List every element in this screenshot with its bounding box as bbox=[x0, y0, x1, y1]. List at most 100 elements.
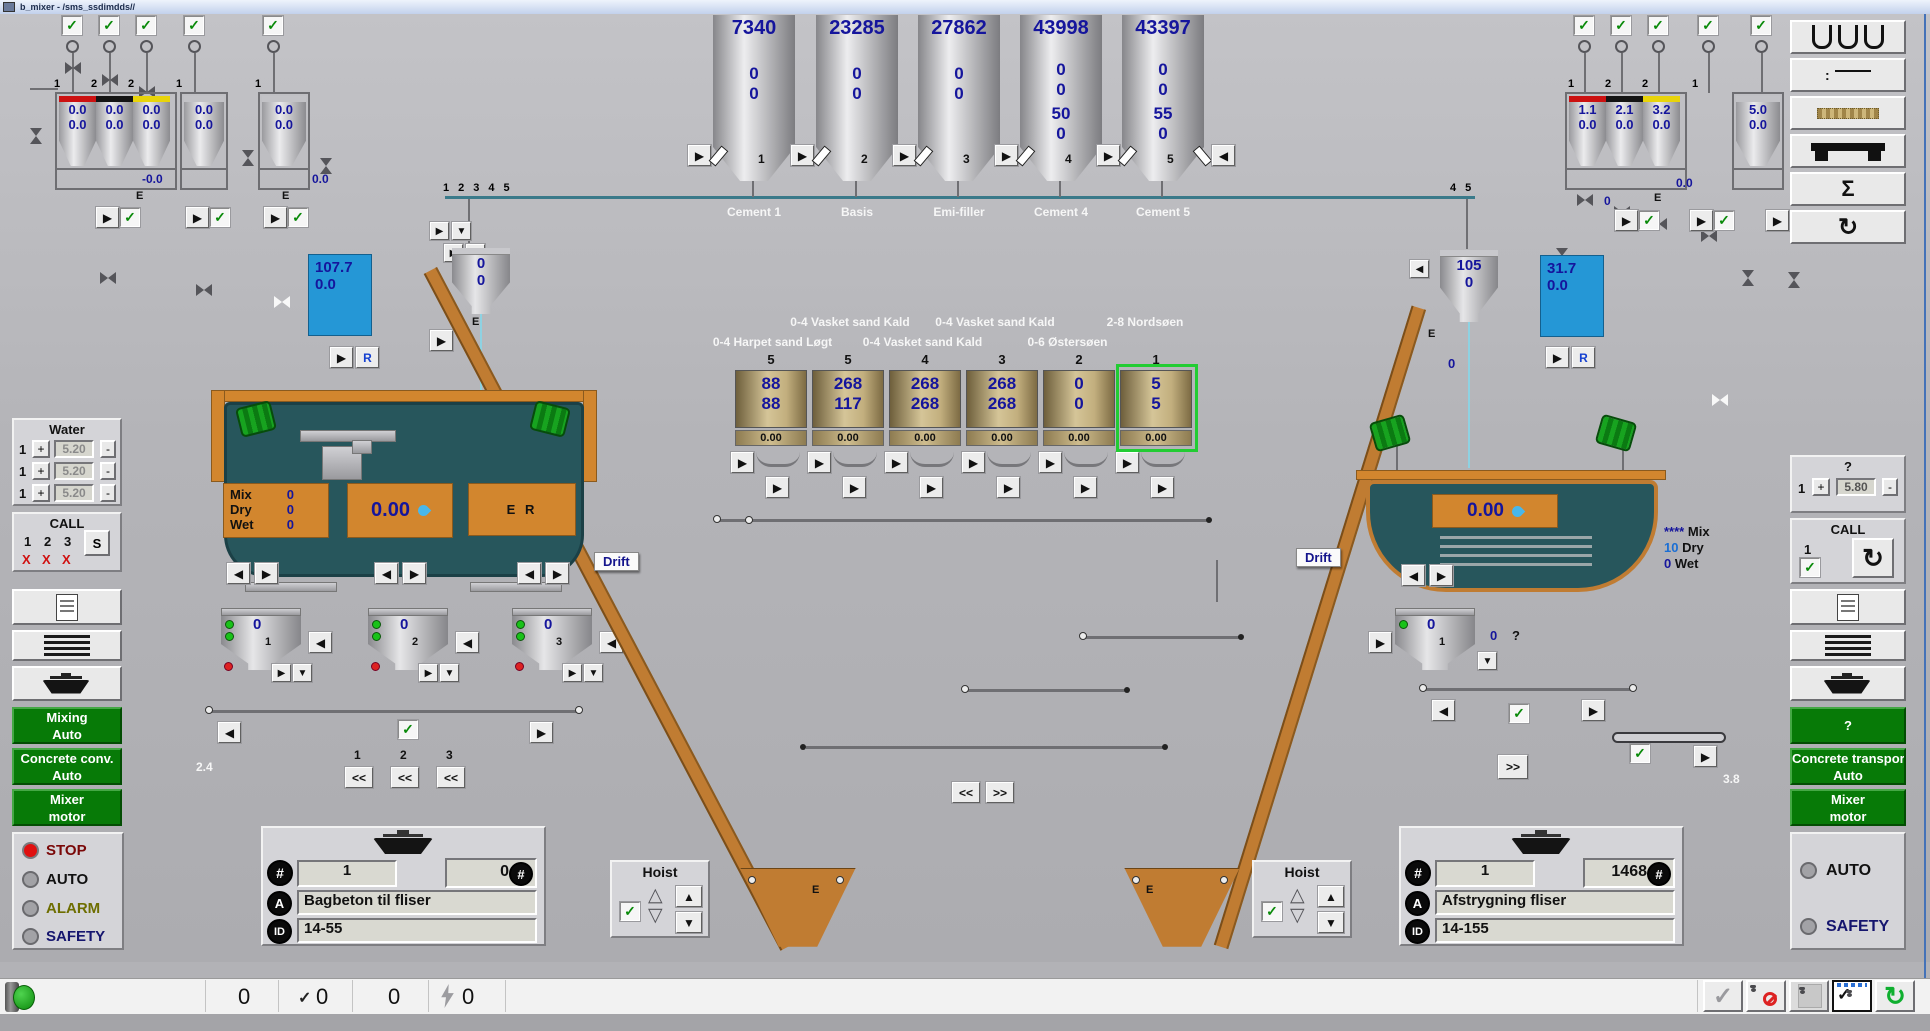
belt-run-button[interactable]: ▶ bbox=[1693, 745, 1718, 768]
recipe-shift-button-2[interactable]: << bbox=[390, 766, 420, 789]
water-plus-button[interactable]: + bbox=[32, 440, 50, 458]
silo-discharge-button[interactable]: ▶ bbox=[687, 144, 712, 167]
valve-icon[interactable] bbox=[102, 74, 118, 86]
aggregate-hopper-5[interactable]: 0 0 bbox=[1043, 370, 1115, 428]
alarm-led[interactable] bbox=[22, 900, 39, 917]
water-plus-button[interactable]: + bbox=[32, 484, 50, 502]
hopper-feed-button[interactable]: ▶ bbox=[1115, 451, 1140, 474]
aggregate-hopper-2[interactable]: 268 117 bbox=[812, 370, 884, 428]
toolbar-trend-button[interactable]: : bbox=[1790, 58, 1906, 92]
gate-dir-button[interactable]: ▼ bbox=[292, 663, 313, 683]
call-x[interactable]: X bbox=[62, 552, 71, 567]
batch-number-field[interactable]: 1 bbox=[1435, 860, 1535, 887]
hoist-up-button[interactable]: ▲ bbox=[1317, 885, 1345, 908]
aggregate-hopper-6-selected[interactable]: 5 5 bbox=[1120, 370, 1192, 428]
mixer-gate-button[interactable]: ▶ bbox=[402, 562, 427, 585]
hoist-up-button[interactable]: ▲ bbox=[675, 885, 703, 908]
dosing-ok-checkbox[interactable]: ✓ bbox=[119, 207, 141, 228]
concrete-transport-auto-button[interactable]: Concrete transport Auto bbox=[1790, 748, 1906, 785]
toolbar-totals-button[interactable]: Σ bbox=[1790, 172, 1906, 206]
recipe-list-button[interactable] bbox=[12, 589, 122, 625]
mixer-gate-button[interactable]: ◀ bbox=[374, 562, 399, 585]
gate-dir-button[interactable]: ▼ bbox=[439, 663, 460, 683]
water-plus-button[interactable]: + bbox=[32, 462, 50, 480]
admix-left-valve-ok-4[interactable]: ✓ bbox=[183, 15, 205, 36]
water-minus-button[interactable]: - bbox=[1882, 478, 1898, 496]
manual-valve-icon[interactable] bbox=[1742, 270, 1754, 286]
admix-right-valve-ok-1[interactable]: ✓ bbox=[1573, 15, 1595, 36]
hoist-down-button[interactable]: ▼ bbox=[1317, 911, 1345, 934]
mixer-gate-button[interactable]: ◀ bbox=[1401, 564, 1426, 587]
water-value-field[interactable]: 5.80 bbox=[1836, 478, 1876, 496]
mixer-gate-button[interactable]: ◀ bbox=[226, 562, 251, 585]
recipe-id-field[interactable]: 14-155 bbox=[1435, 918, 1675, 943]
mixer-gate-button[interactable]: ◀ bbox=[517, 562, 542, 585]
conveyor-run-button[interactable]: ▶ bbox=[529, 721, 554, 744]
recipe-id-field[interactable]: 14-55 bbox=[297, 918, 537, 943]
valve-icon[interactable] bbox=[65, 62, 81, 74]
silo-discharge-button[interactable]: ▶ bbox=[790, 144, 815, 167]
auto-led[interactable] bbox=[1800, 862, 1817, 879]
admix-right-valve-ok-5[interactable]: ✓ bbox=[1750, 15, 1772, 36]
gate-button[interactable]: ▶ bbox=[271, 663, 292, 683]
rinse-button[interactable]: R bbox=[355, 346, 380, 369]
silo-discharge-button[interactable]: ▶ bbox=[892, 144, 917, 167]
hopper-feed-button[interactable]: ▶ bbox=[884, 451, 909, 474]
aggregate-hopper-1[interactable]: 88 88 bbox=[735, 370, 807, 428]
order-list-button[interactable] bbox=[1790, 630, 1906, 661]
manual-valve-icon[interactable] bbox=[1788, 272, 1800, 288]
weigher-view-button[interactable] bbox=[1790, 666, 1906, 701]
mixer-motor-button[interactable]: Mixer motor bbox=[12, 789, 122, 826]
toolbar-silos-button[interactable] bbox=[1790, 20, 1906, 54]
mixer-motor-button[interactable]: Mixer motor bbox=[1790, 789, 1906, 826]
toolbar-aggregate-button[interactable] bbox=[1790, 96, 1906, 130]
mixer-gate-button[interactable]: ▶ bbox=[1429, 564, 1454, 587]
dosing-ok-checkbox[interactable]: ✓ bbox=[1713, 210, 1735, 231]
water-minus-button[interactable]: - bbox=[100, 440, 116, 458]
admix-right-valve-ok-2[interactable]: ✓ bbox=[1610, 15, 1632, 36]
rinse-button[interactable]: R bbox=[1571, 346, 1596, 369]
admix-left-valve-ok-3[interactable]: ✓ bbox=[135, 15, 157, 36]
hoist-down-button[interactable]: ▼ bbox=[675, 911, 703, 934]
conveyor-ok-checkbox[interactable]: ✓ bbox=[1508, 703, 1530, 724]
valve-icon[interactable] bbox=[1577, 194, 1593, 206]
call-x[interactable]: X bbox=[22, 552, 31, 567]
alarm-window-button[interactable]: ✓ bbox=[1832, 980, 1872, 1012]
gate-button[interactable]: ▶ bbox=[562, 663, 583, 683]
vibrator-button[interactable]: ▶ bbox=[996, 476, 1021, 499]
dosing-ok-checkbox[interactable]: ✓ bbox=[287, 207, 309, 228]
vibrator-button[interactable]: ▶ bbox=[765, 476, 790, 499]
order-list-button[interactable] bbox=[12, 630, 122, 661]
mute-alarm-button[interactable] bbox=[1746, 980, 1786, 1012]
valve-open-icon[interactable] bbox=[274, 296, 290, 308]
conveyor-run-button[interactable]: ◀ bbox=[1431, 699, 1456, 722]
stop-led[interactable] bbox=[22, 842, 39, 859]
call-cycle-button[interactable]: ↻ bbox=[1852, 538, 1894, 578]
transport-shift-button[interactable]: >> bbox=[1497, 754, 1529, 780]
concrete-conveyor-auto-button[interactable]: Concrete conv. Auto bbox=[12, 748, 122, 785]
hopper-transfer-button[interactable]: ◀ bbox=[308, 631, 333, 654]
water-minus-button[interactable]: - bbox=[100, 462, 116, 480]
admix-left-valve-ok-1[interactable]: ✓ bbox=[61, 15, 83, 36]
recipe-shift-button-3[interactable]: << bbox=[436, 766, 466, 789]
valve-icon[interactable] bbox=[196, 284, 212, 296]
water-value-field[interactable]: 5.20 bbox=[54, 440, 94, 458]
hoist-ok-checkbox[interactable]: ✓ bbox=[619, 901, 641, 922]
admix-left-valve-ok-2[interactable]: ✓ bbox=[98, 15, 120, 36]
vibrator-button[interactable]: ▶ bbox=[842, 476, 867, 499]
hopper-feed-button[interactable]: ▶ bbox=[730, 451, 755, 474]
hopper-transfer-button[interactable]: ◀ bbox=[455, 631, 480, 654]
dosing-ok-checkbox[interactable]: ✓ bbox=[1638, 210, 1660, 231]
vibrator-button[interactable]: ▶ bbox=[919, 476, 944, 499]
valve-open-icon[interactable] bbox=[1712, 394, 1728, 406]
dosing-start-button[interactable]: ▶ bbox=[1614, 209, 1639, 232]
toolbar-reset-button[interactable]: ↻ bbox=[1790, 210, 1906, 244]
safety-led[interactable] bbox=[1800, 918, 1817, 935]
dosing-start-button[interactable]: ▶ bbox=[263, 206, 288, 229]
water-plus-button[interactable]: + bbox=[1812, 478, 1830, 496]
aggregate-hopper-3[interactable]: 268 268 bbox=[889, 370, 961, 428]
conveyor-ok-checkbox[interactable]: ✓ bbox=[397, 719, 419, 740]
safety-led[interactable] bbox=[22, 928, 39, 945]
call-x[interactable]: X bbox=[42, 552, 51, 567]
hopper-feed-button[interactable]: ▶ bbox=[807, 451, 832, 474]
